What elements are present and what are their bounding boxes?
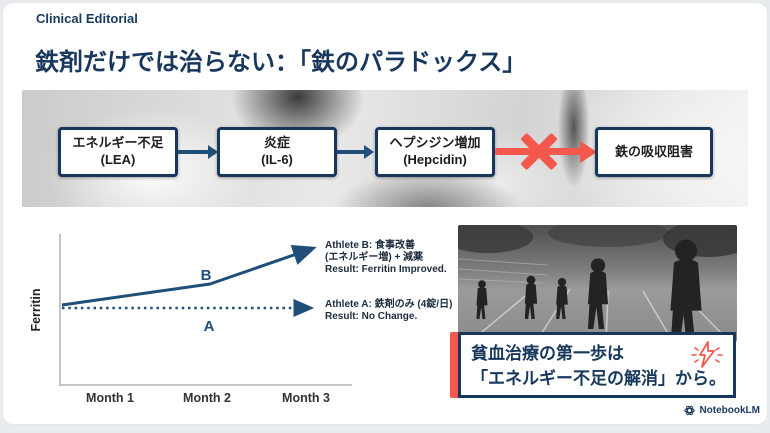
series-b-line — [61, 244, 317, 307]
athlete-b-annotation: Athlete B: 食事改善 (エネルギー増) + 減薬 Result: Fe… — [325, 240, 447, 277]
flow-arrow — [178, 150, 209, 154]
annotation-line: Athlete A: 鉄剤のみ (4錠/日) — [325, 299, 453, 310]
series-a-label: A — [204, 318, 215, 335]
flow-box-line: 鉄の吸収阻害 — [614, 143, 693, 159]
eyebrow-label: Clinical Editorial — [36, 11, 138, 26]
x-tick-month2: Month 2 — [183, 391, 231, 405]
callout-line: 「エネルギー不足の解消」から。 — [471, 368, 726, 388]
annotation-line: Athlete B: 食事改善 — [325, 240, 415, 251]
series-b-label: B — [201, 267, 212, 284]
flow-box-line: (Hepcidin) — [403, 152, 467, 167]
athlete-a-annotation: Athlete A: 鉄剤のみ (4錠/日) Result: No Change… — [325, 299, 452, 323]
annotation-line: Result: Ferritin Improved. — [325, 264, 447, 276]
notebooklm-label: NotebookLM — [699, 405, 760, 416]
flow-box-line: ヘプシジン増加 — [389, 135, 481, 151]
x-tick-month1: Month 1 — [86, 391, 134, 405]
flow-box-iron-absorption-blocked: 鉄の吸収阻害 — [595, 127, 713, 177]
flow-box-hepcidin: ヘプシジン増加 (Hepcidin) — [375, 127, 495, 177]
annotation-line: Result: No Change. — [325, 311, 418, 323]
flow-box-line: (IL-6) — [261, 152, 293, 167]
flow-box-inflammation: 炎症 (IL-6) — [217, 127, 337, 177]
flow-box-line: 炎症 — [263, 135, 290, 151]
ferritin-chart: B A Ferritin Month 1 Month 2 Month 3 — [28, 228, 368, 413]
chart-axes — [59, 234, 352, 386]
page-title: 鉄剤だけでは治らない：「鉄のパラドックス」 — [35, 49, 527, 76]
callout-accent-bar — [450, 332, 458, 398]
flow-box-line: エネルギー不足 — [72, 135, 164, 151]
notebooklm-badge: NotebookLM — [640, 405, 760, 416]
blocked-arrowhead-icon — [580, 141, 597, 163]
energy-bolt-icon — [691, 341, 723, 368]
notebooklm-logo-icon — [684, 405, 696, 416]
annotation-line: (エネルギー増) + 減薬 — [325, 252, 424, 264]
flow-box-line: (LEA) — [100, 152, 136, 167]
runners-photo — [458, 225, 737, 342]
callout-text: 貧血治療の第一歩は 「エネルギー不足の解消」から。 — [471, 342, 726, 391]
flow-box-energy-deficit: エネルギー不足 (LEA) — [58, 127, 178, 177]
x-tick-month3: Month 3 — [282, 391, 330, 405]
lab-photo-banner: エネルギー不足 (LEA) 炎症 (IL-6) ヘプシジン増加 (Hepcidi… — [22, 90, 748, 207]
flow-arrowhead-icon — [364, 145, 374, 159]
callout-box: 貧血治療の第一歩は 「エネルギー不足の解消」から。 — [458, 332, 736, 398]
callout-line: 貧血治療の第一歩は — [471, 344, 624, 363]
flow-arrowhead-icon — [208, 145, 218, 159]
flow-arrow — [337, 150, 365, 154]
y-axis-label: Ferritin — [29, 288, 43, 331]
